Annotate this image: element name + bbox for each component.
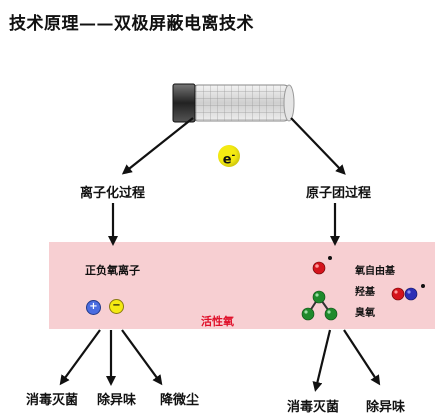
output-deodorize-left: 除异味	[97, 393, 137, 408]
electron-symbol: e	[222, 152, 232, 168]
positive-ion-icon: +	[86, 300, 101, 315]
arrow-to-radical	[290, 117, 346, 175]
radical-process-label: 原子团过程	[306, 186, 372, 201]
output-sterilize-right: 消毒灭菌	[287, 400, 340, 415]
negative-ion-icon: −	[109, 299, 124, 314]
hydroxyl-label: 羟基	[355, 287, 375, 298]
output-deodorize-right: 除异味	[366, 400, 406, 415]
arrow-out-dust	[121, 329, 163, 386]
arrow-out-sterilize-right	[312, 329, 332, 392]
arrow-out-deodorize-right	[343, 329, 381, 386]
electron-icon: e-	[218, 145, 240, 167]
ozone-molecule-icon	[301, 290, 338, 321]
output-sterilize-left: 消毒灭菌	[26, 393, 79, 408]
active-oxygen-label: 活性氧	[201, 315, 234, 328]
reaction-zone-band	[49, 242, 435, 329]
hydroxyl-molecule-icon	[391, 284, 425, 301]
arrow-to-ionization	[121, 117, 194, 175]
ionizer-tube-icon	[172, 83, 295, 123]
arrow-out-sterilize-left	[59, 329, 101, 386]
ionization-process-label: 离子化过程	[80, 186, 146, 201]
page-title: 技术原理——双极屏蔽电离技术	[9, 14, 254, 34]
oxygen-radical-icon	[312, 256, 332, 275]
ozone-label: 臭氧	[355, 308, 375, 319]
ion-label: 正负氧离子	[85, 264, 140, 277]
output-dust-reduction: 降微尘	[160, 393, 200, 408]
oxygen-radical-label: 氧自由基	[355, 266, 395, 277]
